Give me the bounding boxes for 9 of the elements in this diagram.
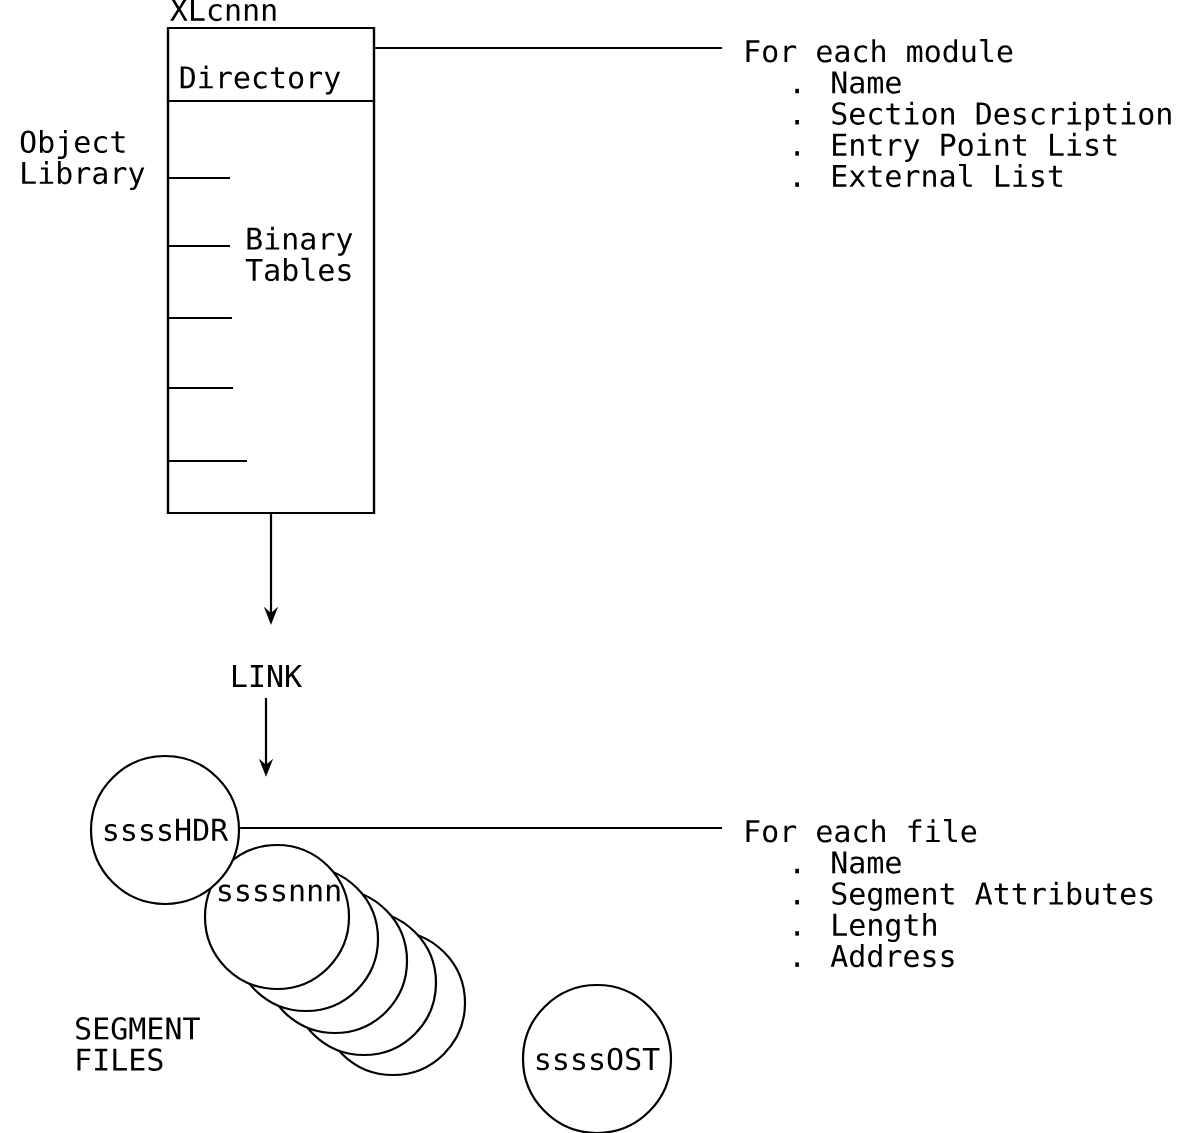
- attribute-list: For each file . Name . Segment Attributes . Length . Address: [746, 819, 1153, 968]
- leader-line: [240, 826, 722, 830]
- leader-line: [375, 46, 722, 50]
- directory-section: Directory: [166, 26, 376, 103]
- attribute-list: For each module . Name . Section Description . Entry Point List . External List: [746, 39, 1171, 188]
- file-stack-drawing: ssssnnn: [203, 843, 467, 1077]
- link-label: LINK: [233, 665, 302, 687]
- node-label: Object Library: [20, 129, 145, 191]
- table-section: Binary Tables: [166, 99, 376, 515]
